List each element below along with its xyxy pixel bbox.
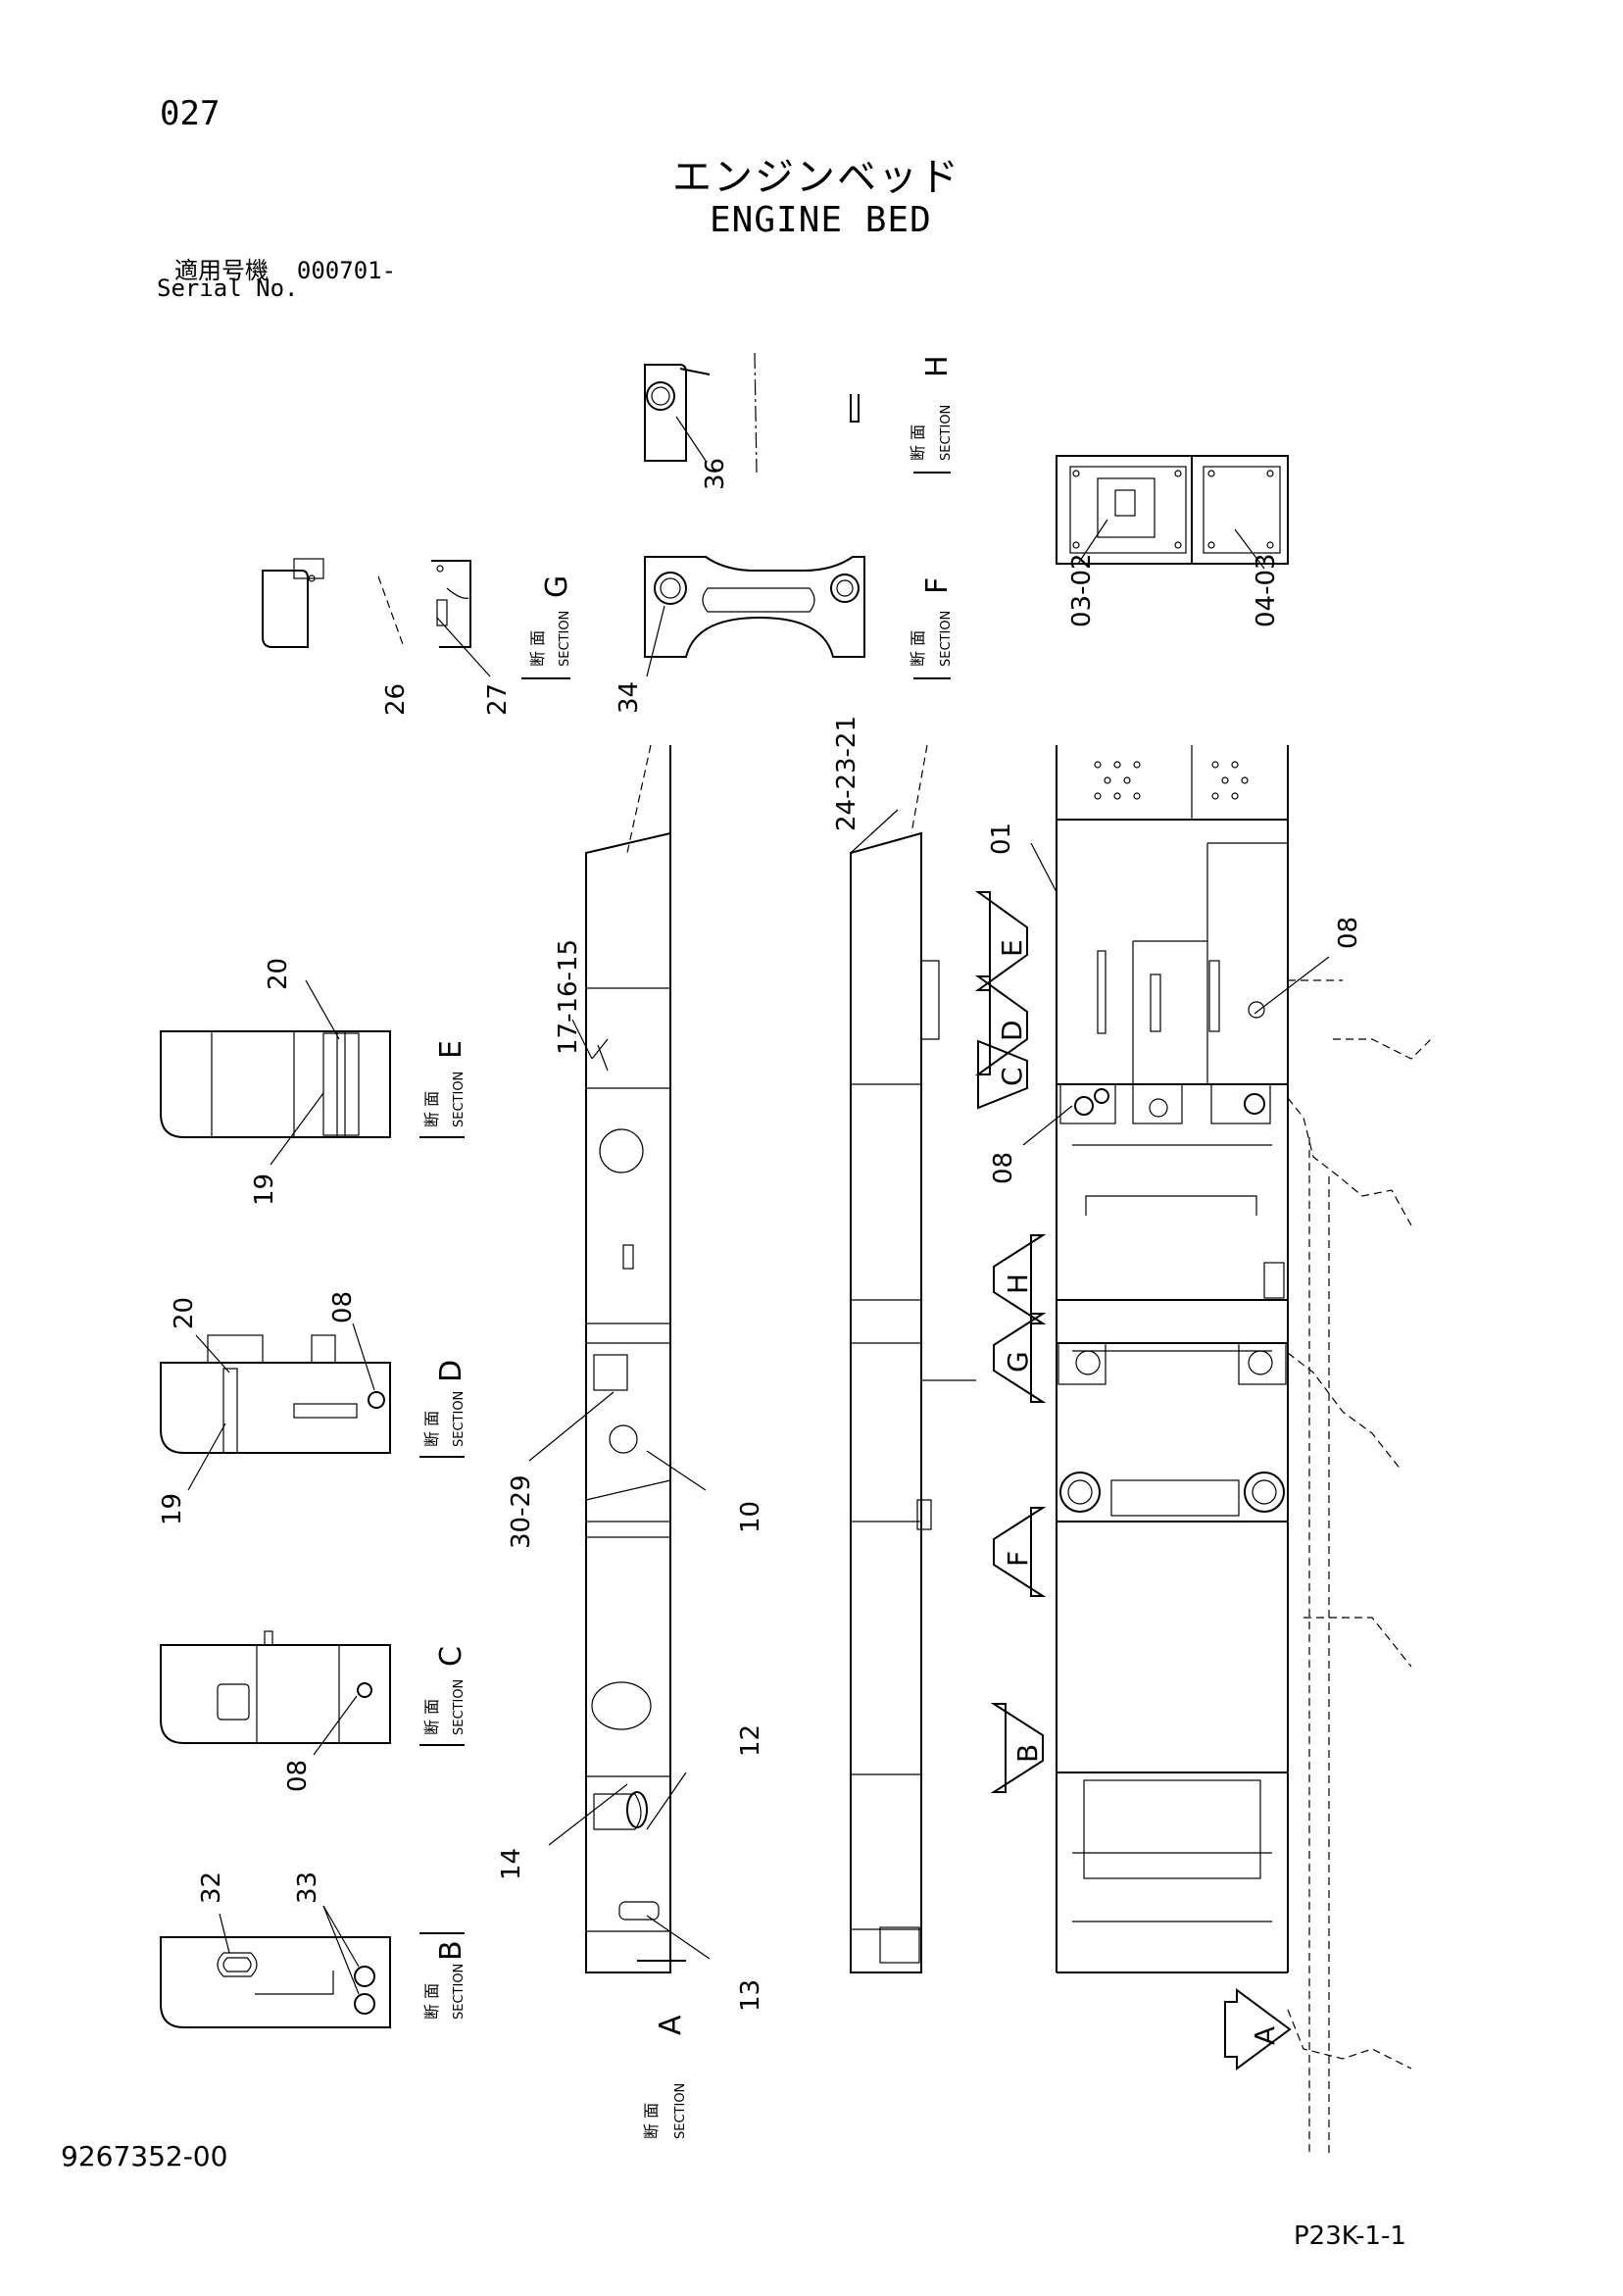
section-b-group: 32 33 SECTION 断 面 B <box>160 1872 468 2028</box>
section-d-letter: D <box>434 1360 468 1382</box>
callout-30-29: 30-29 <box>507 1474 536 1549</box>
view-arrow-a-letter: A <box>1249 2026 1281 2045</box>
callout-36: 36 <box>701 458 730 490</box>
view-arrow-g <box>993 1313 1047 1403</box>
section-g-word-jp: 断 面 <box>528 630 547 667</box>
serial-label-en: Serial No. <box>157 275 299 302</box>
callout-19-e: 19 <box>250 1173 279 1206</box>
page-number: 027 <box>160 94 221 133</box>
callout-13: 13 <box>736 1979 765 2012</box>
section-b-word-jp: 断 面 <box>422 1983 441 2020</box>
view-arrow-c <box>977 1039 1028 1110</box>
section-h-word-jp: 断 面 <box>909 424 927 461</box>
sheet-code: P23K-1-1 <box>1294 2221 1406 2251</box>
section-d-word: SECTION <box>452 1391 467 1447</box>
callout-14: 14 <box>497 1848 526 1880</box>
section-d-word-jp: 断 面 <box>422 1411 441 1447</box>
serial-value: 000701- <box>296 257 397 284</box>
view-arrow-b-letter: B <box>1011 1744 1044 1763</box>
callout-10: 10 <box>736 1501 765 1533</box>
view-arrow-f-letter: F <box>1002 1551 1034 1567</box>
upper-structure-outline <box>1287 1038 1432 2157</box>
section-a-group: SECTION 断 面 A <box>637 1960 688 2139</box>
view-arrow-a <box>1224 1988 1292 2071</box>
view-arrows: E D C H G F B A <box>974 891 1292 2071</box>
callout-27: 27 <box>483 683 513 716</box>
section-g-letter: G <box>540 575 574 598</box>
callout-08-top: 08 <box>1334 917 1363 949</box>
title-english: ENGINE BED <box>710 200 932 240</box>
callout-04-03: 04-03 <box>1252 553 1281 627</box>
section-g-group: 26 27 SECTION 断 面 G <box>262 558 574 716</box>
callout-17-16-15: 17-16-15 <box>554 939 583 1055</box>
section-c-word: SECTION <box>452 1679 467 1735</box>
section-e-word: SECTION <box>452 1072 467 1127</box>
perforation-field <box>1094 761 1249 800</box>
view-arrow-h-letter: H <box>1002 1273 1034 1294</box>
section-b-word: SECTION <box>452 1964 467 2020</box>
callout-01: 01 <box>987 823 1016 855</box>
callout-34: 34 <box>615 681 644 714</box>
section-f-group: 34 SECTION 断 面 F <box>615 556 955 714</box>
section-f-word: SECTION <box>939 611 954 667</box>
callout-12: 12 <box>736 1724 765 1757</box>
view-arrow-c-letter: C <box>996 1067 1028 1086</box>
view-arrow-g-letter: G <box>1002 1351 1034 1373</box>
section-e-word-jp: 断 面 <box>422 1091 441 1127</box>
callout-24-23-21: 24-23-21 <box>832 716 861 831</box>
section-a-word-jp: 断 面 <box>642 2103 661 2139</box>
callout-19-d: 19 <box>158 1493 187 1525</box>
section-d-group: 20 08 19 SECTION 断 面 D <box>158 1291 468 1525</box>
callout-20-e: 20 <box>264 958 293 990</box>
view-arrow-b <box>990 1703 1044 1793</box>
section-a-letter: A <box>654 2015 688 2035</box>
main-frame: 01 08 08 <box>987 745 1363 1973</box>
side-plate-left: 17-16-15 30-29 10 12 14 13 <box>497 744 765 2012</box>
section-c-group: 08 SECTION 断 面 C <box>160 1630 468 1792</box>
section-b-letter: B <box>434 1940 468 1961</box>
section-a-word: SECTION <box>673 2083 688 2139</box>
section-g-word: SECTION <box>558 611 572 667</box>
section-h-group: 36 SECTION 断 面 H <box>644 352 955 490</box>
document-number: 9267352-00 <box>61 2140 228 2172</box>
section-h-word: SECTION <box>939 405 954 461</box>
title-japanese: エンジンベッド <box>672 155 960 200</box>
callout-32: 32 <box>197 1872 226 1904</box>
section-c-letter: C <box>434 1646 468 1667</box>
view-arrow-h <box>993 1234 1047 1324</box>
callout-03-02: 03-02 <box>1067 553 1097 627</box>
section-c-word-jp: 断 面 <box>422 1699 441 1735</box>
serial-label-jp: 適用号機 <box>174 257 269 284</box>
view-arrow-e <box>974 891 1028 991</box>
view-arrow-e-letter: E <box>996 939 1028 957</box>
side-plate-middle: 24-23-21 <box>832 716 976 1973</box>
detail-top-right: 03-02 04-03 <box>1056 455 1289 627</box>
section-e-group: 20 19 SECTION 断 面 E <box>160 958 468 1206</box>
view-arrow-f <box>993 1507 1047 1597</box>
callout-08-mid: 08 <box>989 1152 1018 1184</box>
callout-08-c: 08 <box>283 1760 313 1792</box>
serial-applicability: 適用号機 000701- <box>174 251 396 285</box>
view-arrow-d-letter: D <box>996 1020 1028 1041</box>
section-f-letter: F <box>920 577 955 594</box>
section-f-word-jp: 断 面 <box>909 630 927 667</box>
section-h-letter: H <box>920 355 955 377</box>
callout-08-d: 08 <box>328 1291 358 1323</box>
callout-26: 26 <box>381 683 411 716</box>
callout-33: 33 <box>293 1872 322 1904</box>
callout-20-d: 20 <box>170 1297 199 1329</box>
section-e-letter: E <box>434 1040 468 1059</box>
